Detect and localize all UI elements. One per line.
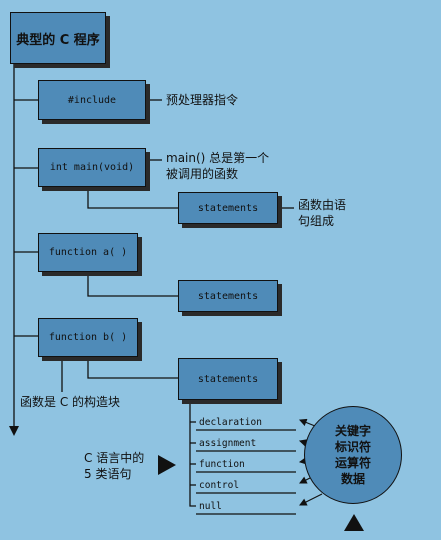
made-of-statements-line-2: 句组成 bbox=[298, 214, 335, 228]
title-box: 典型的 C 程序 bbox=[10, 12, 106, 64]
function-b-label: function b( ) bbox=[48, 332, 128, 343]
circle-operators: 运算符 bbox=[334, 456, 371, 470]
token-categories-circle: 关键字 标识符 运算符 数据 bbox=[304, 406, 402, 504]
statements-label-2: statements bbox=[197, 290, 259, 302]
main-label: int main(void) bbox=[49, 162, 135, 173]
function-b-box: function b( ) bbox=[38, 318, 138, 357]
statements-box-2: statements bbox=[178, 280, 278, 312]
made-of-statements-line-1: 函数由语 bbox=[298, 198, 347, 212]
circle-identifiers: 标识符 bbox=[334, 440, 371, 454]
main-first-note-line-2: 被调用的函数 bbox=[166, 167, 239, 181]
preprocessor-note: 预处理器指令 bbox=[166, 93, 239, 107]
spine-arrow bbox=[9, 426, 19, 436]
building-blocks-note: 函数是 C 的构造块 bbox=[20, 395, 121, 409]
circle-data: 数据 bbox=[340, 472, 365, 486]
statements-label-3: statements bbox=[197, 373, 259, 385]
pointer-triangle-right bbox=[158, 455, 176, 475]
main-first-note-line-1: main() 总是第一个 bbox=[166, 151, 270, 165]
statement-type-assignment: assignment bbox=[199, 438, 257, 449]
circle-keywords: 关键字 bbox=[334, 424, 371, 438]
five-kinds-line-1: C 语言中的 bbox=[84, 451, 145, 465]
statement-type-null: null bbox=[199, 501, 222, 512]
statements-box-3: statements bbox=[178, 358, 278, 400]
diagram-title: 典型的 C 程序 bbox=[16, 32, 100, 48]
statement-type-declaration: declaration bbox=[199, 417, 262, 428]
statement-type-control: control bbox=[199, 480, 240, 491]
statements-label-1: statements bbox=[197, 202, 259, 214]
pointer-triangle-up bbox=[344, 514, 364, 531]
function-a-box: function a( ) bbox=[38, 233, 138, 272]
include-box: #include bbox=[38, 80, 146, 120]
five-kinds-line-2: 5 类语句 bbox=[84, 467, 132, 481]
statements-box-1: statements bbox=[178, 192, 278, 224]
include-label: #include bbox=[67, 94, 117, 106]
main-box: int main(void) bbox=[38, 148, 146, 187]
function-a-label: function a( ) bbox=[48, 247, 128, 258]
statement-type-function: function bbox=[199, 459, 245, 470]
